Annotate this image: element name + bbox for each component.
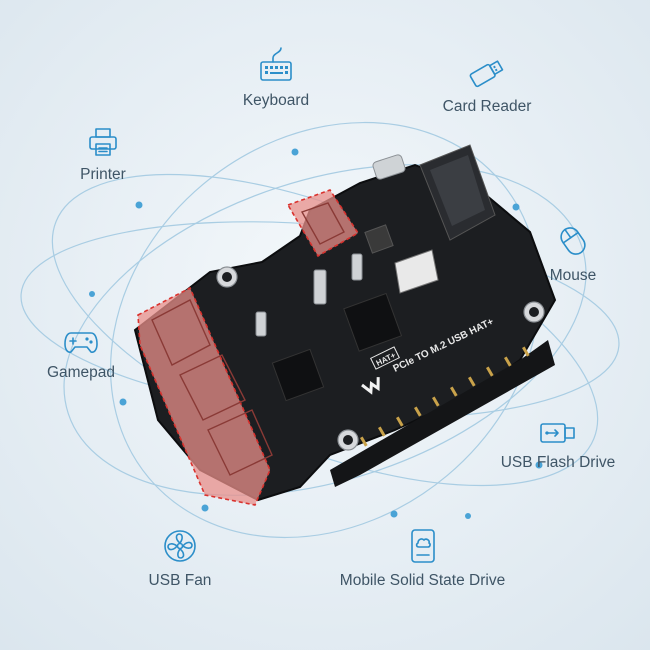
feature-label-usb-flash-drive: USB Flash Drive — [500, 454, 616, 471]
feature-printer: Printer — [72, 126, 134, 184]
keyboard-icon — [260, 47, 292, 81]
card-reader-icon — [469, 60, 504, 88]
usb-fan-icon — [164, 530, 196, 562]
usb-flash-drive-icon — [540, 423, 575, 443]
feature-label-printer: Printer — [80, 166, 126, 183]
usb-ports-left — [137, 286, 273, 506]
usb-port-top — [286, 189, 360, 258]
feature-mouse: Mouse — [542, 223, 604, 285]
feature-label-keyboard: Keyboard — [242, 92, 310, 109]
feature-card-reader: Card Reader — [432, 56, 542, 116]
gamepad-icon — [64, 332, 98, 353]
mouse-icon — [560, 227, 586, 255]
ssd-icon — [410, 529, 435, 563]
feature-label-usb-fan: USB Fan — [148, 572, 212, 589]
feature-label-card-reader: Card Reader — [442, 98, 532, 115]
feature-usb-fan: USB Fan — [143, 528, 217, 590]
waveshare-logo — [361, 377, 380, 395]
feature-mobile-ssd: Mobile Solid State Drive — [330, 528, 515, 590]
feature-label-mobile-ssd: Mobile Solid State Drive — [339, 572, 506, 589]
feature-gamepad: Gamepad — [42, 330, 120, 382]
feature-usb-flash-drive: USB Flash Drive — [498, 420, 618, 472]
feature-label-gamepad: Gamepad — [46, 364, 116, 381]
feature-label-mouse: Mouse — [549, 267, 597, 284]
feature-keyboard: Keyboard — [236, 46, 316, 110]
gpio-header — [330, 340, 555, 487]
printer-icon — [89, 128, 117, 156]
